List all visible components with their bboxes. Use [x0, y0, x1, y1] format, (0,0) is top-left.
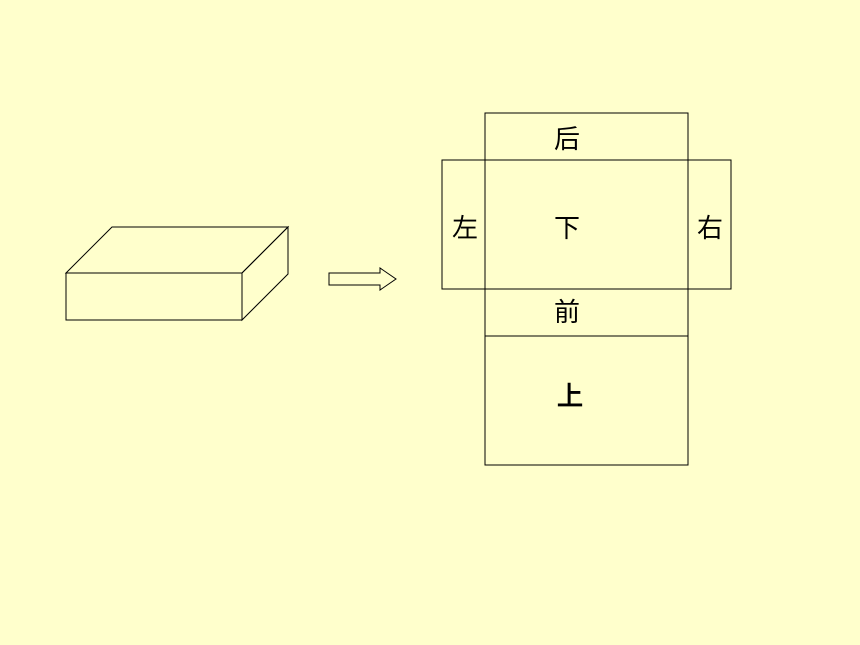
- label-left: 左: [452, 214, 478, 244]
- label-top: 上: [557, 382, 583, 412]
- cuboid-top-face: [64, 226, 290, 274]
- net-face-bottom: [484, 159, 689, 290]
- cuboid-right-face: [241, 225, 289, 322]
- cuboid-front-face: [65, 272, 243, 321]
- net-face-top: [484, 335, 689, 466]
- label-back: 后: [554, 125, 580, 155]
- net-face-back: [484, 112, 689, 161]
- net-face-front: [484, 288, 689, 337]
- box-net: [441, 112, 732, 466]
- right-arrow-icon: [328, 267, 397, 291]
- net-face-right: [687, 159, 732, 290]
- label-bottom: 下: [554, 214, 580, 244]
- label-right: 右: [697, 214, 723, 244]
- label-front: 前: [554, 298, 580, 328]
- cuboid-3d: [64, 225, 290, 322]
